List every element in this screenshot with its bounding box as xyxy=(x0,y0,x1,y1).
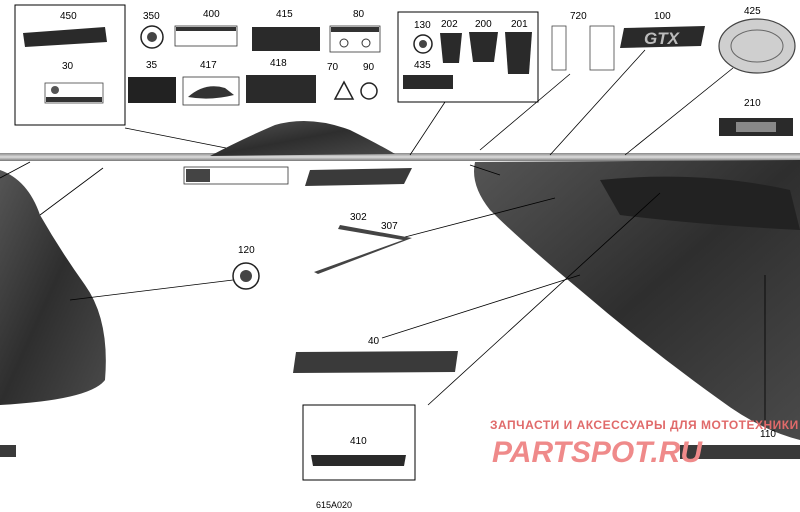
part-number-450: 450 xyxy=(60,11,77,22)
leader-line-450-b xyxy=(39,167,104,216)
part-number-410: 410 xyxy=(350,436,367,447)
part-number-40: 40 xyxy=(368,336,380,347)
decal-30-strip xyxy=(46,97,102,102)
callout-box-left xyxy=(14,4,126,126)
leader-line-left-box xyxy=(124,127,227,149)
decal-417-watercraft xyxy=(188,86,234,99)
leader-line-100 xyxy=(549,49,646,156)
decal-201 xyxy=(505,32,532,74)
decal-120-center xyxy=(240,270,252,282)
decal-70-warning-triangle xyxy=(333,80,355,100)
decal-200 xyxy=(469,32,498,62)
decal-435 xyxy=(403,75,453,89)
decal-80-header xyxy=(331,27,379,32)
watermark-logo: PARTSPOT.RU xyxy=(492,436,703,469)
figure-code: 615A020 xyxy=(316,500,352,510)
side-warning-label-tag xyxy=(186,169,210,182)
part-number-417: 417 xyxy=(200,60,217,71)
decal-40-seadoo-logo xyxy=(293,351,458,373)
decal-210-label xyxy=(736,122,776,132)
decal-425 xyxy=(718,18,796,74)
hull-right-seat xyxy=(600,176,800,230)
hull-top-deck xyxy=(210,121,395,156)
decal-425-inner xyxy=(730,29,784,63)
decal-90-prohibition xyxy=(360,82,378,100)
hull-left-bow xyxy=(0,170,106,405)
decal-400-header xyxy=(176,27,236,31)
decal-left-bottom xyxy=(0,445,16,457)
decal-100-gtx-badge xyxy=(620,26,705,48)
decal-30-logo xyxy=(51,86,59,94)
gunwale-stripe xyxy=(0,153,800,161)
callout-box-center xyxy=(397,11,539,103)
part-number-210: 210 xyxy=(744,98,761,109)
decal-720-a xyxy=(551,25,567,71)
part-number-100: 100 xyxy=(654,11,671,22)
leader-line-450-a xyxy=(0,161,31,179)
decal-110-right xyxy=(680,445,800,459)
leader-line-425 xyxy=(624,67,734,156)
decal-202 xyxy=(440,33,462,63)
decal-450 xyxy=(23,27,107,47)
part-number-302: 302 xyxy=(350,212,367,223)
part-number-110: 110 xyxy=(760,429,776,440)
decal-100-gtx-text: GTX xyxy=(644,29,681,48)
watermark-tagline: ЗАПЧАСТИ И АКСЕССУАРЫ ДЛЯ МОТОТЕХНИКИ xyxy=(490,418,799,432)
part-number-350: 350 xyxy=(143,11,160,22)
part-number-80: 80 xyxy=(353,9,365,20)
leader-line-center-box xyxy=(409,101,446,156)
part-number-307: 307 xyxy=(381,221,398,232)
part-number-400: 400 xyxy=(203,9,220,20)
decal-720-b xyxy=(589,25,615,71)
part-number-435: 435 xyxy=(414,60,431,71)
part-number-130: 130 xyxy=(414,20,431,31)
part-number-200: 200 xyxy=(475,19,492,30)
part-number-35: 35 xyxy=(146,60,158,71)
leader-line-720 xyxy=(479,73,571,151)
part-number-70: 70 xyxy=(327,62,339,73)
decal-80-symbol-b xyxy=(361,38,371,48)
decal-130-center xyxy=(419,40,427,48)
side-decal-dark xyxy=(305,168,412,186)
decal-415 xyxy=(252,27,320,51)
decal-35 xyxy=(128,77,176,103)
leader-line-seat xyxy=(469,164,501,176)
decal-80-symbol-a xyxy=(339,38,349,48)
callout-box-bottom xyxy=(302,404,416,481)
hull-right-body xyxy=(474,160,800,440)
part-number-30: 30 xyxy=(62,61,74,72)
part-number-425: 425 xyxy=(744,6,761,17)
part-number-415: 415 xyxy=(276,9,293,20)
leader-line-40 xyxy=(381,274,581,339)
part-number-720: 720 xyxy=(570,11,587,22)
part-number-201: 201 xyxy=(511,19,528,30)
part-number-202: 202 xyxy=(441,19,458,30)
decal-350-center xyxy=(147,32,157,42)
decal-302-307-chevron xyxy=(314,225,412,274)
leader-line-120 xyxy=(69,279,234,301)
decal-410 xyxy=(311,455,406,466)
leader-line-410 xyxy=(427,192,661,406)
decal-418 xyxy=(246,75,316,103)
part-number-90: 90 xyxy=(363,62,375,73)
part-number-418: 418 xyxy=(270,58,287,69)
leader-line-307 xyxy=(404,197,556,238)
part-number-120: 120 xyxy=(238,245,255,256)
